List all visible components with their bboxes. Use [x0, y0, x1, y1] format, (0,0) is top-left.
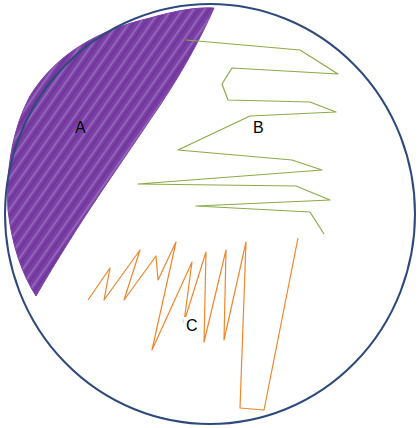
streak-c [88, 238, 298, 410]
streak-label: A [73, 119, 88, 137]
streak-label: B [251, 119, 266, 137]
streak-b [138, 40, 338, 234]
dish-outline [5, 4, 415, 424]
streak-a [8, 8, 214, 296]
streak-label: C [184, 317, 200, 335]
